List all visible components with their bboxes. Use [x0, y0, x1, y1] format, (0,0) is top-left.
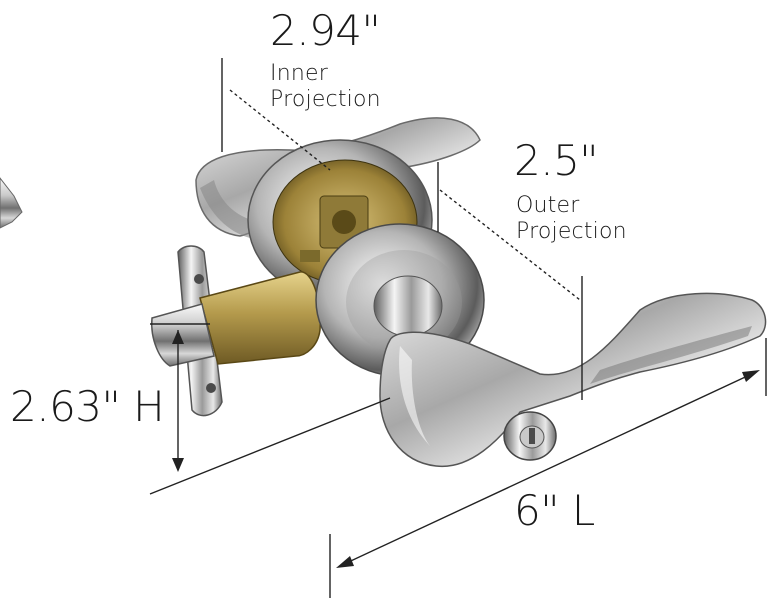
height-dimension: 2.63" H [10, 382, 165, 431]
latch-bolt [151, 271, 321, 367]
inner-projection-value: 2.94" [270, 6, 381, 55]
cropped-lever-fragment [0, 177, 23, 229]
length-arrow-line [339, 371, 757, 567]
length-dimension: 6" L [514, 486, 595, 535]
outer-projection-label-line2: Projection [516, 219, 627, 244]
length-arrow-left [336, 556, 354, 568]
inner-projection-label-line1: Inner [270, 61, 328, 86]
inner-projection-label-line2: Projection [270, 87, 381, 112]
key-cylinder [503, 411, 557, 461]
length-arrow-right [742, 370, 760, 382]
outer-rose [315, 223, 485, 377]
dimension-lines [149, 58, 767, 598]
height-arrow-bottom [172, 458, 184, 472]
outer-projection-value: 2.5" [514, 136, 599, 185]
outer-lever [379, 292, 767, 468]
arrowheads [172, 330, 760, 568]
length-extension-line [149, 397, 391, 495]
height-arrow-top [172, 330, 184, 344]
outer-projection-label-line1: Outer [516, 193, 580, 218]
